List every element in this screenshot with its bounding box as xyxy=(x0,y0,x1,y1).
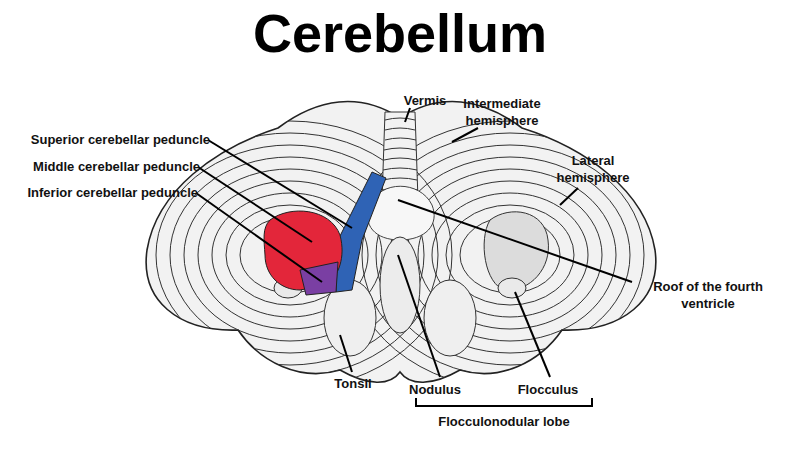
structure-label: Tonsil xyxy=(318,375,388,392)
vermis-folia xyxy=(382,118,418,190)
structure-label: Nodulus xyxy=(395,381,475,398)
cerebellum-outline xyxy=(146,102,656,383)
flocculus xyxy=(498,278,526,298)
peduncle-label: Middle cerebellar peduncle xyxy=(10,158,200,175)
superior-peduncle xyxy=(336,172,386,292)
structure-label: Flocculus xyxy=(508,381,588,398)
leader-lines xyxy=(196,108,632,377)
bracket xyxy=(416,398,592,406)
structure-label: Roof of the fourth ventricle xyxy=(628,278,788,312)
nodulus xyxy=(380,237,420,333)
lobe-label: Flocculonodular lobe xyxy=(414,413,594,430)
peduncle-label: Superior cerebellar peduncle xyxy=(10,131,210,148)
title: Cerebellum xyxy=(0,2,800,64)
region-label: Lateral hemisphere xyxy=(548,152,638,186)
tonsil xyxy=(424,280,476,356)
vermis-label: Vermis xyxy=(390,92,460,109)
region-label: Intermediate hemisphere xyxy=(452,95,552,129)
inferior-peduncle xyxy=(300,262,338,295)
peduncle-label: Inferior cerebellar peduncle xyxy=(0,184,198,201)
